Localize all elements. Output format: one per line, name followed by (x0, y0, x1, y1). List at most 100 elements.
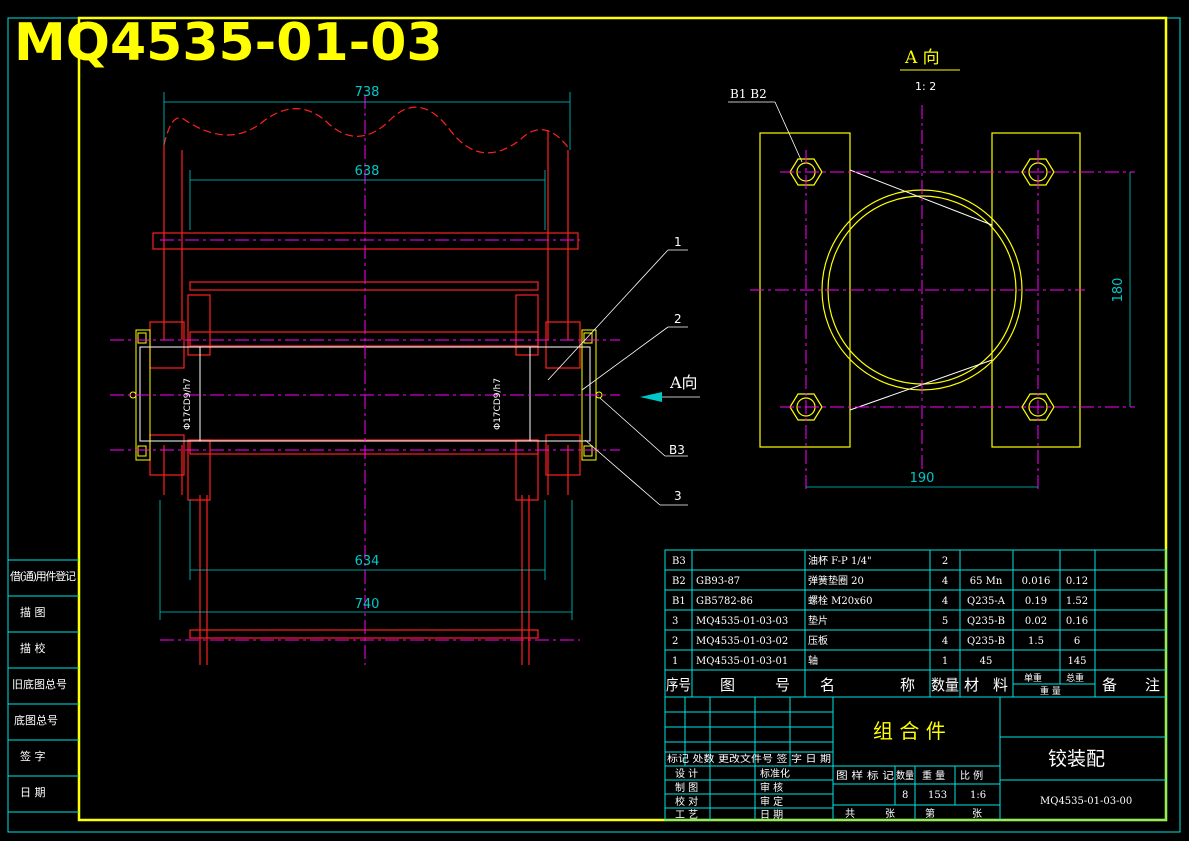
side-label-0: 借(通)用件登记 (10, 569, 76, 583)
fit-label-left: Φ17CD9/h7 (183, 378, 193, 430)
revision-header: 标记 处数 更改文件号 签 字 日 期 (667, 753, 831, 765)
bom-cell-name: 轴 (808, 654, 818, 667)
bom-cell-unit_wt: 0.016 (1022, 576, 1051, 587)
bom-cell-no: B2 (672, 576, 686, 587)
role-right-1: 审 核 (760, 781, 783, 794)
bom-cell-code: GB5782-86 (696, 596, 753, 607)
fit-label-right: Φ17CD9/h7 (493, 378, 503, 430)
role-left-2: 校 对 (675, 795, 698, 808)
bom-cell-qty: 4 (942, 636, 948, 647)
side-label-2: 描 校 (20, 641, 46, 655)
callout-b3: B3 (669, 443, 685, 457)
bom-cell-name: 螺栓 M20x60 (808, 594, 873, 607)
dim-top-inner: 638 (355, 164, 380, 179)
callout-1: 1 (674, 235, 682, 249)
bom-cell-no: 2 (672, 636, 678, 647)
side-label-4: 底图总号 (14, 713, 58, 727)
view-a: A 向 1: 2 B1 B2 (728, 48, 1135, 490)
dim-bottom-inner: 634 (355, 554, 380, 569)
role-right-0: 标准化 (760, 767, 790, 780)
bom-cell-no: 3 (672, 616, 678, 627)
role-right-3: 日 期 (760, 809, 783, 821)
drawing-border (77, 16, 1168, 822)
bom-cell-no: B3 (672, 556, 686, 567)
stage-mark: 图 样 标 记 (836, 769, 894, 782)
bom-cell-name: 垫片 (808, 614, 828, 627)
bom-header-no: 序号 (666, 676, 691, 694)
dim-view-width: 190 (910, 471, 935, 486)
bom-cell-material: Q235-A (967, 596, 1006, 607)
bom-cell-material: 65 Mn (970, 576, 1003, 587)
bom-header-code: 图 号 (720, 676, 790, 694)
stage-scale-value: 1:6 (970, 790, 986, 801)
assembly-label: 组 合 件 (873, 719, 946, 743)
side-label-6: 日 期 (20, 786, 46, 799)
dim-top-outer: 738 (355, 85, 380, 100)
drawing-name: 铰装配 (1048, 748, 1105, 770)
bom-cell-no: B1 (672, 596, 686, 607)
bom-cell-material: 45 (980, 656, 993, 667)
bom-cell-material: Q235-B (967, 616, 1005, 627)
arrow-a-label: A向 (669, 373, 698, 392)
bom-cell-name: 弹簧垫圈 20 (808, 574, 864, 587)
sheet-total: 共 (845, 808, 855, 820)
bom-header-unit-wt: 单重 (1024, 672, 1042, 684)
view-a-title: A 向 (904, 48, 940, 68)
bom-cell-name: 油杯 F-P 1/4" (808, 554, 872, 567)
side-label-1: 描 图 (20, 605, 46, 619)
bom-cell-unit_wt: 0.02 (1025, 616, 1047, 627)
break-line (163, 106, 571, 154)
bom-cell-qty: 4 (942, 596, 948, 607)
stage-weight-value: 153 (928, 790, 947, 801)
bom-cell-total_wt: 1.52 (1066, 596, 1088, 607)
sheet-no: 第 (925, 807, 935, 820)
role-left-0: 设 计 (675, 767, 698, 780)
role-left-3: 工 艺 (675, 809, 698, 821)
title-block: 标记 处数 更改文件号 签 字 日 期 设 计 制 图 校 对 工 艺 标准化 … (664, 696, 1167, 821)
bolt-labels: B1 B2 (730, 87, 767, 101)
bom-header-material: 材料 (964, 676, 1008, 694)
callout-3: 3 (674, 489, 682, 503)
bom-header-weight: 重 量 (1040, 685, 1061, 697)
bom-cell-total_wt: 0.12 (1066, 576, 1088, 587)
dim-bottom-outer: 740 (355, 597, 380, 612)
bom-header-total-wt: 总重 (1066, 672, 1084, 684)
bom-cell-unit_wt: 1.5 (1028, 636, 1044, 647)
bom-cell-total_wt: 6 (1074, 636, 1080, 647)
stage-scale: 比 例 (960, 769, 983, 782)
callout-2: 2 (674, 312, 682, 326)
role-right-2: 审 定 (760, 795, 783, 808)
drawing-title: MQ4535-01-03 (14, 13, 443, 73)
bom-cell-qty: 5 (942, 616, 948, 627)
dim-view-height: 180 (1111, 278, 1126, 303)
stage-weight: 重 量 (922, 769, 945, 782)
sheet-unit-2: 张 (972, 808, 982, 820)
bom-cell-total_wt: 145 (1067, 656, 1086, 667)
bom-header-remark: 备 注 (1102, 676, 1160, 694)
bom-cell-code: MQ4535-01-03-01 (696, 656, 788, 667)
stage-qty-value: 8 (902, 790, 908, 801)
bom-cell-code: MQ4535-01-03-02 (696, 636, 788, 647)
bom-cell-no: 1 (672, 656, 678, 667)
sheet-unit-1: 张 (885, 808, 895, 820)
bom-cell-unit_wt: 0.19 (1025, 596, 1047, 607)
bom-header-name: 名 称 (820, 676, 915, 694)
side-label-3: 旧底图总号 (12, 677, 67, 691)
bom-cell-code: GB93-87 (696, 576, 740, 587)
stage-qty: 数量 (896, 769, 914, 782)
front-view: 738 638 634 740 Φ17CD9/h7 Φ17CD9/h7 1 2 … (110, 85, 700, 665)
bom-cell-qty: 1 (942, 656, 948, 667)
side-register (8, 559, 79, 813)
bom-cell-qty: 4 (942, 576, 948, 587)
side-label-5: 签 字 (20, 749, 46, 763)
bom-cell-code: MQ4535-01-03-03 (696, 616, 788, 627)
bom-cell-total_wt: 0.16 (1066, 616, 1088, 627)
bom-cell-qty: 2 (942, 556, 948, 567)
view-a-scale: 1: 2 (915, 80, 936, 93)
drawing-number: MQ4535-01-03-00 (1040, 796, 1132, 807)
bom-cell-material: Q235-B (967, 636, 1005, 647)
bom-header-qty: 数量 (931, 676, 959, 694)
role-left-1: 制 图 (675, 781, 698, 794)
